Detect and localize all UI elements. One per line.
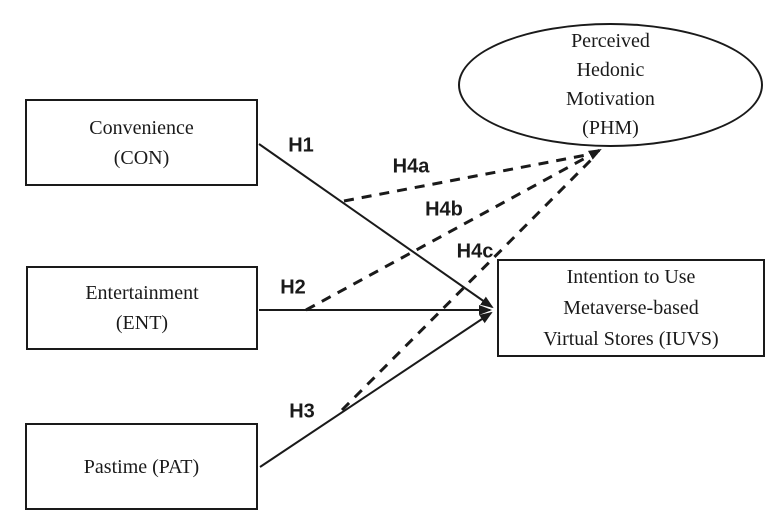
label-h3: H3 xyxy=(289,400,315,423)
node-convenience-label-line2: (CON) xyxy=(113,146,170,169)
node-iuvs-label-line1: Intention to Use xyxy=(566,265,696,288)
node-iuvs-label-line3: Virtual Stores (IUVS) xyxy=(543,327,719,350)
label-h2: H2 xyxy=(280,276,306,299)
label-h4b: H4b xyxy=(425,198,463,221)
node-iuvs-box: Intention to Use Metaverse-based Virtual… xyxy=(497,259,765,357)
node-entertainment-label-line1: Entertainment xyxy=(85,282,199,304)
node-phm-label-line2: Hedonic xyxy=(576,59,645,81)
label-h1: H1 xyxy=(288,134,314,157)
node-entertainment-label-line2: (ENT) xyxy=(115,312,169,334)
node-phm-label-line4: (PHM) xyxy=(582,117,639,139)
node-entertainment-box: Entertainment (ENT) xyxy=(26,266,258,350)
label-h4c: H4c xyxy=(456,240,494,263)
node-phm-label-line1: Perceived xyxy=(571,30,650,52)
label-h4a: H4a xyxy=(392,155,430,178)
node-pastime-box: Pastime (PAT) xyxy=(25,423,258,510)
node-phm-ellipse: Perceived Hedonic Motivation (PHM) xyxy=(458,23,763,147)
node-iuvs-label-line2: Metaverse-based xyxy=(563,296,699,319)
arrow-h3-pat-to-iuvs xyxy=(259,311,493,468)
arrow-h4a-to-phm xyxy=(343,151,598,203)
node-convenience-label-line1: Convenience xyxy=(89,116,194,139)
node-phm-label-line3: Motivation xyxy=(566,88,655,110)
node-convenience-box: Convenience (CON) xyxy=(25,99,258,186)
node-pastime-label: Pastime (PAT) xyxy=(83,455,200,478)
